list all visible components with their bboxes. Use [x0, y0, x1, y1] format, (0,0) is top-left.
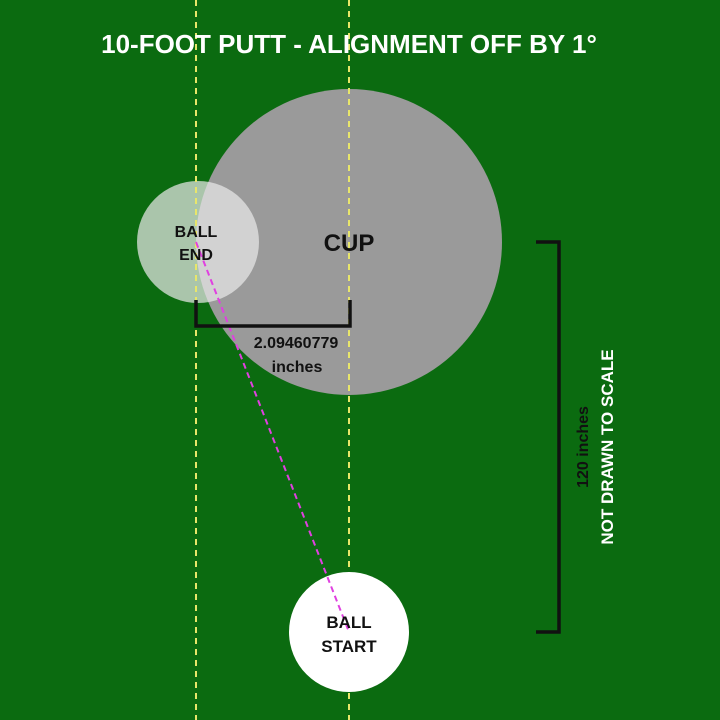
- cup-label: CUP: [324, 230, 375, 257]
- ball-end-label-line2: END: [179, 247, 213, 264]
- offset-value: 2.09460779: [254, 335, 339, 352]
- ball-start-label-line2: START: [321, 637, 377, 656]
- offset-bracket: [194, 300, 352, 328]
- ball-end-circle: [137, 181, 259, 303]
- ball-end-label-line1: BALL: [175, 224, 218, 241]
- offset-unit: inches: [272, 359, 323, 376]
- scale-disclaimer: NOT DRAWN TO SCALE: [598, 349, 617, 544]
- distance-bracket: [536, 240, 561, 634]
- ball-start-label-line1: BALL: [326, 613, 371, 632]
- ball-start-circle: [289, 572, 409, 692]
- distance-label: 120 inches: [575, 406, 592, 488]
- title: 10-FOOT PUTT - ALIGNMENT OFF BY 1°: [101, 29, 597, 59]
